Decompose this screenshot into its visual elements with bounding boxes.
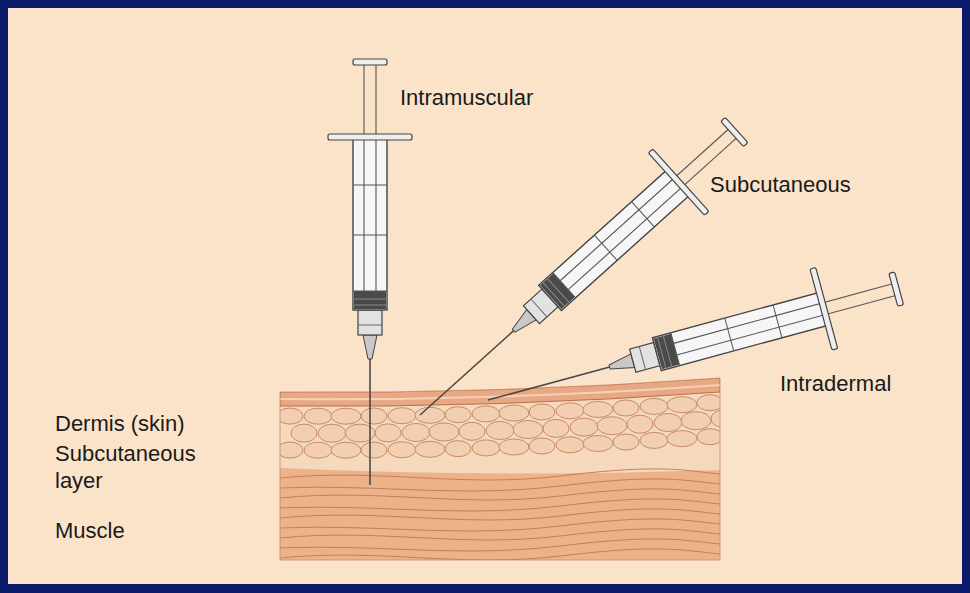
- fat-cell: [304, 408, 332, 424]
- fat-cell: [654, 414, 682, 432]
- fat-cell: [277, 408, 303, 424]
- fat-cell: [627, 415, 653, 433]
- fat-cell: [697, 429, 723, 445]
- fat-cell: [711, 410, 737, 428]
- fat-cell: [613, 434, 639, 450]
- fat-cell: [486, 422, 514, 440]
- fat-cell: [667, 431, 697, 447]
- layer-label: Muscle: [55, 517, 255, 544]
- fat-cell: [640, 432, 668, 448]
- fat-cell: [361, 442, 387, 458]
- fat-cell: [556, 403, 584, 419]
- syringe-label: Subcutaneous: [710, 171, 910, 198]
- fat-cell: [375, 424, 401, 442]
- fat-cell: [583, 401, 613, 417]
- fat-cell: [697, 395, 723, 411]
- fat-cell: [445, 407, 471, 423]
- fat-cell: [667, 397, 697, 413]
- muscle-fiber: [280, 549, 720, 560]
- fat-cell: [361, 408, 387, 424]
- layer-label: Dermis (skin): [55, 410, 255, 437]
- layer-label: Subcutaneous layer: [55, 440, 240, 494]
- fat-cell: [459, 422, 485, 440]
- fat-cell: [499, 405, 529, 421]
- syringe-label: Intradermal: [780, 370, 950, 397]
- fat-cell: [499, 439, 529, 455]
- fat-cell: [304, 442, 332, 458]
- fat-cell: [445, 441, 471, 457]
- fat-cell: [331, 408, 361, 424]
- fat-cell: [415, 407, 445, 423]
- fat-cell: [583, 435, 613, 451]
- fat-cell: [388, 408, 416, 424]
- fat-cell: [529, 438, 555, 454]
- fat-cell: [291, 424, 317, 442]
- fat-cell: [472, 406, 500, 422]
- fat-cell: [331, 442, 361, 458]
- fat-cell: [570, 418, 598, 436]
- fat-cell: [472, 440, 500, 456]
- muscle-fiber: [280, 489, 720, 500]
- fat-cell: [318, 424, 346, 442]
- fat-cell: [613, 400, 639, 416]
- fat-cell: [543, 419, 569, 437]
- muscle-fiber: [280, 469, 720, 480]
- fat-cell: [277, 442, 303, 458]
- fat-cell: [513, 421, 543, 439]
- fat-cell: [388, 442, 416, 458]
- fat-cell: [529, 404, 555, 420]
- fat-cell: [402, 424, 430, 442]
- fat-cell: [681, 412, 711, 430]
- syringe-label: Intramuscular: [400, 84, 600, 111]
- fat-cell: [597, 417, 627, 435]
- fat-cell: [640, 398, 668, 414]
- fat-cell: [429, 423, 459, 441]
- fat-cell: [556, 437, 584, 453]
- muscle-fiber: [280, 529, 720, 540]
- fat-cell: [415, 441, 445, 457]
- muscle-fiber: [280, 509, 720, 520]
